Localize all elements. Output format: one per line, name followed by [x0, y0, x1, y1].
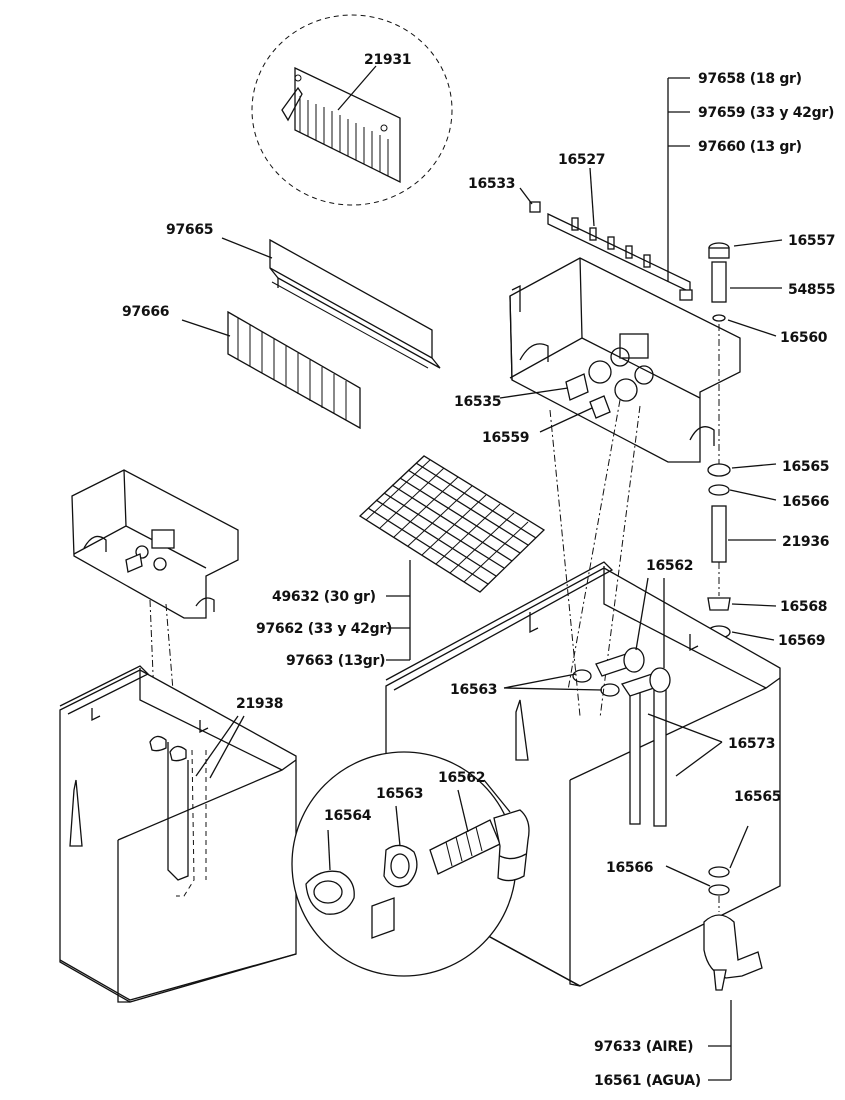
label-16565-top: 16565 — [782, 459, 829, 475]
detail-circle-brush — [251, 14, 453, 206]
label-16562-detail: 16562 — [438, 770, 485, 786]
label-16573: 16573 — [728, 736, 775, 752]
burner-grate-49632 — [358, 455, 546, 661]
label-16566-bottom: 16566 — [606, 860, 653, 876]
label-21931: 21931 — [364, 52, 411, 68]
label-16533: 16533 — [468, 176, 515, 192]
label-21938: 21938 — [236, 696, 283, 712]
label-97658: 97658 (18 gr) — [698, 71, 802, 87]
grid-plate-97665 — [221, 237, 441, 369]
label-16563-detail: 16563 — [376, 786, 423, 802]
upper-burner-box — [499, 257, 741, 463]
label-97666: 97666 — [122, 304, 169, 320]
part-labels: 21931 97658 (18 gr) 97659 (33 y 42gr) 97… — [122, 52, 836, 1089]
burner-manifold-16527 — [519, 167, 693, 301]
label-97659: 97659 (33 y 42gr) — [698, 105, 834, 121]
label-16535: 16535 — [454, 394, 501, 410]
label-97633: 97633 (AIRE) — [594, 1039, 693, 1055]
pilot-assembly-stack — [707, 239, 783, 690]
label-16557: 16557 — [788, 233, 835, 249]
label-16527: 16527 — [558, 152, 605, 168]
left-fryer-tank — [59, 665, 297, 1003]
label-16564: 16564 — [324, 808, 372, 824]
label-16562-top: 16562 — [646, 558, 693, 574]
leader-97658-group — [667, 77, 690, 282]
label-16559: 16559 — [482, 430, 529, 446]
label-16565-bottom: 16565 — [734, 789, 781, 805]
label-16568: 16568 — [780, 599, 827, 615]
label-97660: 97660 (13 gr) — [698, 139, 802, 155]
label-97662: 97662 (33 y 42gr) — [256, 621, 392, 637]
brush-panel-97666 — [181, 310, 361, 430]
label-16563-top: 16563 — [450, 682, 497, 698]
label-97663: 97663 (13gr) — [286, 653, 385, 669]
label-21936: 21936 — [782, 534, 829, 550]
label-16560: 16560 — [780, 330, 828, 346]
label-16566-top: 16566 — [782, 494, 829, 510]
label-49632: 49632 (30 gr) — [272, 589, 376, 605]
drain-valve-16561 — [665, 825, 763, 1081]
label-97665: 97665 — [166, 222, 213, 238]
label-16569: 16569 — [778, 633, 825, 649]
label-16561: 16561 (AGUA) — [594, 1073, 701, 1089]
label-54855: 54855 — [788, 282, 835, 298]
detail-circle-fittings — [291, 751, 530, 977]
